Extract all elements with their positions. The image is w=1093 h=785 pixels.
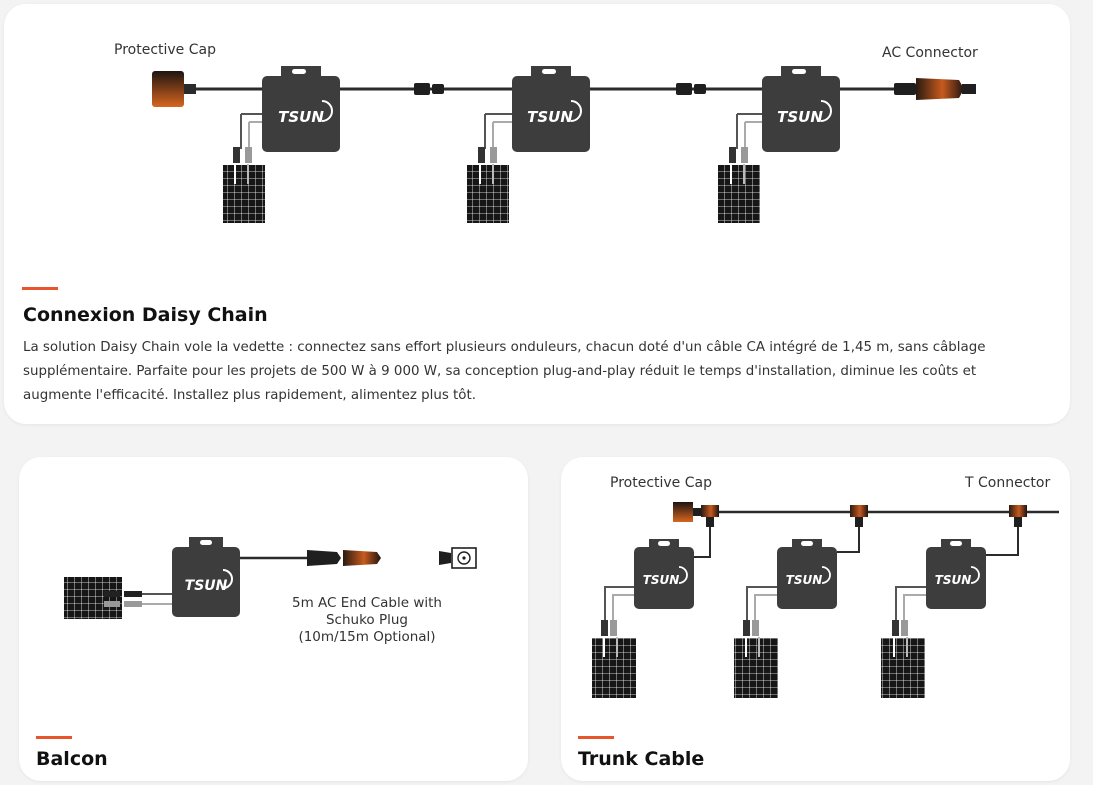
accent-bar: [36, 736, 72, 739]
coupler-icon: [414, 83, 444, 95]
t-connector-icon: [1009, 505, 1027, 541]
protective-cap-icon: [673, 502, 701, 522]
dc-connector-icon: [104, 591, 174, 607]
inverter-brand: TSUN: [278, 108, 324, 126]
schuko-plug-icon: [439, 547, 477, 569]
daisy-chain-card: Protective Cap AC Connector: [4, 4, 1070, 424]
ac-connector-icon: [307, 550, 439, 566]
solar-panel-icon: [467, 165, 509, 223]
t-connector-label: T Connector: [964, 475, 1050, 491]
inverter-3: TSUN: [718, 66, 840, 223]
balcon-card: TSUN 5m AC End Cable with Schuko Plug (1…: [19, 457, 528, 781]
protective-cap-icon: [152, 71, 196, 107]
inverter-brand: TSUN: [935, 573, 972, 587]
inverter-2: TSUN: [467, 66, 590, 223]
solar-panel-icon: [64, 577, 122, 619]
t-connector-icon: [701, 505, 719, 541]
trunk-cable-diagram: Protective Cap T Connector: [592, 475, 1059, 698]
card-title-balcon: Balcon: [36, 748, 108, 770]
trunk-cable-card: Protective Cap T Connector: [561, 457, 1070, 781]
solar-panel-icon: [223, 165, 265, 223]
inverter-1: TSUN: [223, 66, 340, 223]
card-title-daisy-chain: Connexion Daisy Chain: [23, 304, 268, 326]
coupler-icon: [676, 83, 706, 95]
protective-cap-label: Protective Cap: [610, 475, 712, 491]
inverter-3: TSUN: [881, 539, 1019, 698]
card-title-trunk-cable: Trunk Cable: [578, 748, 705, 770]
inverter-brand: TSUN: [527, 108, 573, 126]
card-description-daisy-chain: La solution Daisy Chain vole la vedette …: [23, 340, 986, 403]
inverter-brand: TSUN: [643, 573, 680, 587]
t-connector-icon: [850, 505, 868, 541]
cable-label-line3: (10m/15m Optional): [298, 629, 435, 645]
solar-panel-icon: [734, 638, 778, 698]
inverter: TSUN: [172, 537, 240, 617]
solar-panel-icon: [881, 638, 925, 698]
inverter-brand: TSUN: [777, 108, 823, 126]
accent-bar: [22, 287, 58, 290]
ac-connector-icon: [894, 78, 976, 100]
ac-connector-label: AC Connector: [882, 45, 978, 61]
solar-panel-icon: [718, 165, 760, 223]
daisy-chain-diagram: Protective Cap AC Connector: [114, 42, 978, 223]
inverter-brand: TSUN: [786, 573, 823, 587]
cable-label-line2: Schuko Plug: [326, 612, 408, 628]
protective-cap-label: Protective Cap: [114, 42, 216, 58]
solar-panel-icon: [592, 638, 636, 698]
inverter-brand: TSUN: [185, 578, 228, 594]
accent-bar: [578, 736, 614, 739]
cable-label-line1: 5m AC End Cable with: [292, 595, 442, 611]
balcon-diagram: TSUN 5m AC End Cable with Schuko Plug (1…: [64, 537, 477, 645]
inverter-1: TSUN: [592, 539, 711, 698]
inverter-2: TSUN: [734, 539, 860, 698]
